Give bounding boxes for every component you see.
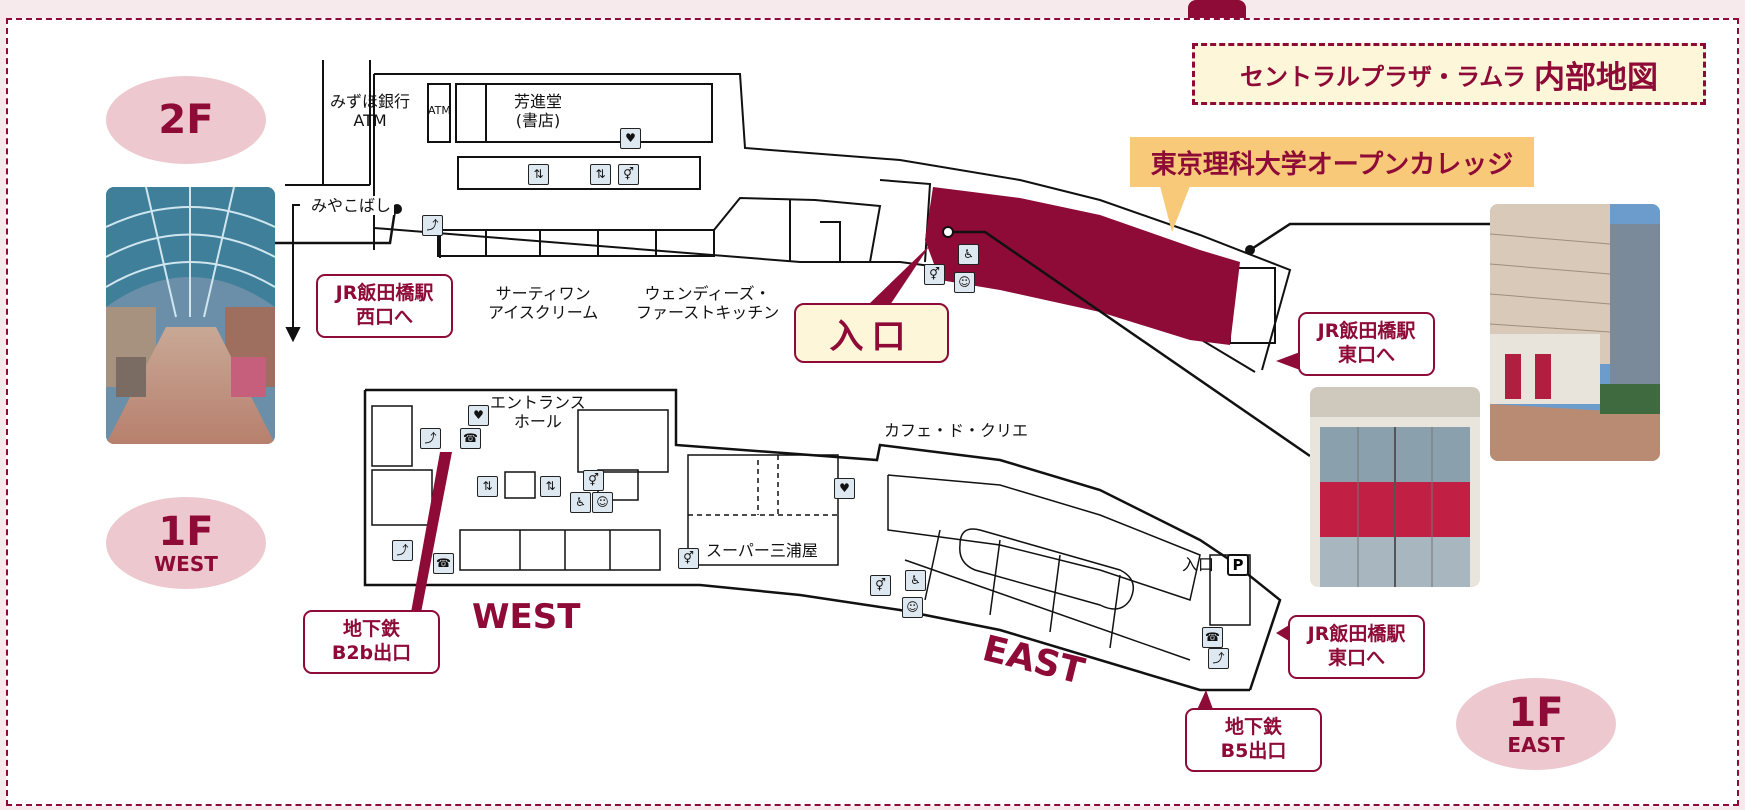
arcade-photo <box>106 187 275 444</box>
top-tab <box>1188 0 1246 20</box>
jr-west-line1: JR飯田橋駅 <box>335 282 434 305</box>
callout-pointer <box>1160 186 1190 232</box>
aed-icon: ♥ <box>834 478 855 499</box>
arcade-illustration <box>106 187 275 444</box>
bookstore-label: 芳進堂 (書店) <box>514 92 563 131</box>
metro-b5-pointer <box>1196 690 1214 712</box>
metro-b2b-line2: B2b出口 <box>331 642 412 664</box>
entrance-door-photo <box>1310 387 1480 587</box>
jr-east-2f-pointer <box>1276 352 1300 370</box>
phone-icon: ☎ <box>1202 627 1223 648</box>
jr-east-1f-line1: JR飯田橋駅 <box>1307 623 1406 646</box>
jr-west-line2: 西口へ <box>355 306 413 328</box>
photo-leader-lines <box>275 209 1490 458</box>
floor-1f-east-sub: EAST <box>1507 733 1565 757</box>
jr-east-1f-line2: 東口へ <box>1327 647 1385 669</box>
metro-b2b-line1: 地下鉄 <box>342 618 400 641</box>
elevator-icon: ⇅ <box>477 476 498 497</box>
metro-b2b-box: 地下鉄 B2b出口 <box>303 610 440 674</box>
escalator-icon: ⤴ <box>422 215 443 236</box>
college-callout: 東京理科大学オープンカレッジ <box>1130 137 1534 187</box>
jr-west-exit-box: JR飯田橋駅 西口へ <box>316 274 453 338</box>
toilet-icon: ⚥ <box>583 470 604 491</box>
college-entrance-label: 入口 <box>794 303 949 363</box>
building-illustration <box>1490 204 1660 461</box>
accessible-toilet-icon: ♿ <box>905 570 926 591</box>
jr-east-1f-box: JR飯田橋駅 東口へ <box>1288 615 1425 679</box>
parking-icon: P <box>1227 554 1249 576</box>
zone-west-label: WEST <box>472 597 581 637</box>
phone-icon: ☎ <box>433 553 454 574</box>
accessible-toilet-icon: ♿ <box>958 244 979 265</box>
miyakobashi-label: みやこばし <box>308 196 395 216</box>
floor-1f-west-badge: 1F WEST <box>106 497 266 589</box>
entrance-1f-label: 入口 <box>1182 555 1215 574</box>
mizuho-bank-label: みずほ銀行 ATM <box>330 92 411 131</box>
entrance-hall-label: エントランス ホール <box>490 393 586 432</box>
floor-1f-west-sub: WEST <box>154 552 218 576</box>
floor-1f-outline <box>363 388 1282 692</box>
floor-1f-east-label: 1F <box>1508 690 1564 736</box>
escalator-icon: ⤴ <box>1208 648 1229 669</box>
jr-west-arrow <box>285 204 301 343</box>
baby-room-icon: ☺ <box>902 597 923 618</box>
college-area <box>925 187 1240 345</box>
elevator-icon: ⇅ <box>528 164 549 185</box>
jr-east-2f-line2: 東口へ <box>1337 344 1395 366</box>
floor-1f-east-badge: 1F EAST <box>1456 678 1616 770</box>
entrance-pointer <box>868 245 930 305</box>
floor-1f-west-label: 1F <box>158 509 214 555</box>
building-exterior-photo <box>1490 204 1660 461</box>
floor-2f-badge: 2F <box>106 76 266 164</box>
escalator-icon: ⤴ <box>420 428 441 449</box>
metro-b5-line1: 地下鉄 <box>1224 716 1282 739</box>
metro-b5-box: 地下鉄 B5出口 <box>1185 708 1322 772</box>
toilet-icon: ⚥ <box>678 548 699 569</box>
accessible-toilet-icon: ♿ <box>570 492 591 513</box>
elevator-icon: ⇅ <box>540 476 561 497</box>
jr-east-2f-line1: JR飯田橋駅 <box>1317 320 1416 343</box>
marker-dot <box>392 204 402 214</box>
marker-dot <box>942 226 954 238</box>
title-part1: セントラルプラザ・ラムラ <box>1239 62 1527 91</box>
metro-b2b-pointer <box>410 452 452 618</box>
thirtyone-label: サーティワン アイスクリーム <box>488 284 599 323</box>
floor-2f-label: 2F <box>158 97 214 143</box>
supermarket-label: スーパー三浦屋 <box>706 541 818 560</box>
marker-dot <box>1245 245 1255 255</box>
toilet-icon: ⚥ <box>618 164 639 185</box>
escalator-icon: ⤴ <box>392 540 413 561</box>
aed-icon: ♥ <box>620 128 641 149</box>
baby-room-icon: ☺ <box>954 272 975 293</box>
jr-east-2f-box: JR飯田橋駅 東口へ <box>1298 312 1435 376</box>
aed-icon: ♥ <box>468 405 489 426</box>
entrance-door-illustration <box>1310 387 1480 587</box>
cafe-label: カフェ・ド・クリエ <box>884 421 1029 440</box>
metro-b5-line2: B5出口 <box>1220 740 1287 762</box>
elevator-icon: ⇅ <box>590 164 611 185</box>
map-title: セントラルプラザ・ラムラ 内部地図 <box>1192 43 1706 105</box>
atm-label: ATM <box>428 104 451 117</box>
baby-room-icon: ☺ <box>592 492 613 513</box>
title-part2: 内部地図 <box>1534 59 1659 96</box>
toilet-icon: ⚥ <box>924 264 945 285</box>
toilet-icon: ⚥ <box>870 575 891 596</box>
wendys-label: ウェンディーズ・ ファーストキッチン <box>636 284 780 323</box>
floor-2f-outline <box>285 60 1292 373</box>
phone-icon: ☎ <box>460 428 481 449</box>
